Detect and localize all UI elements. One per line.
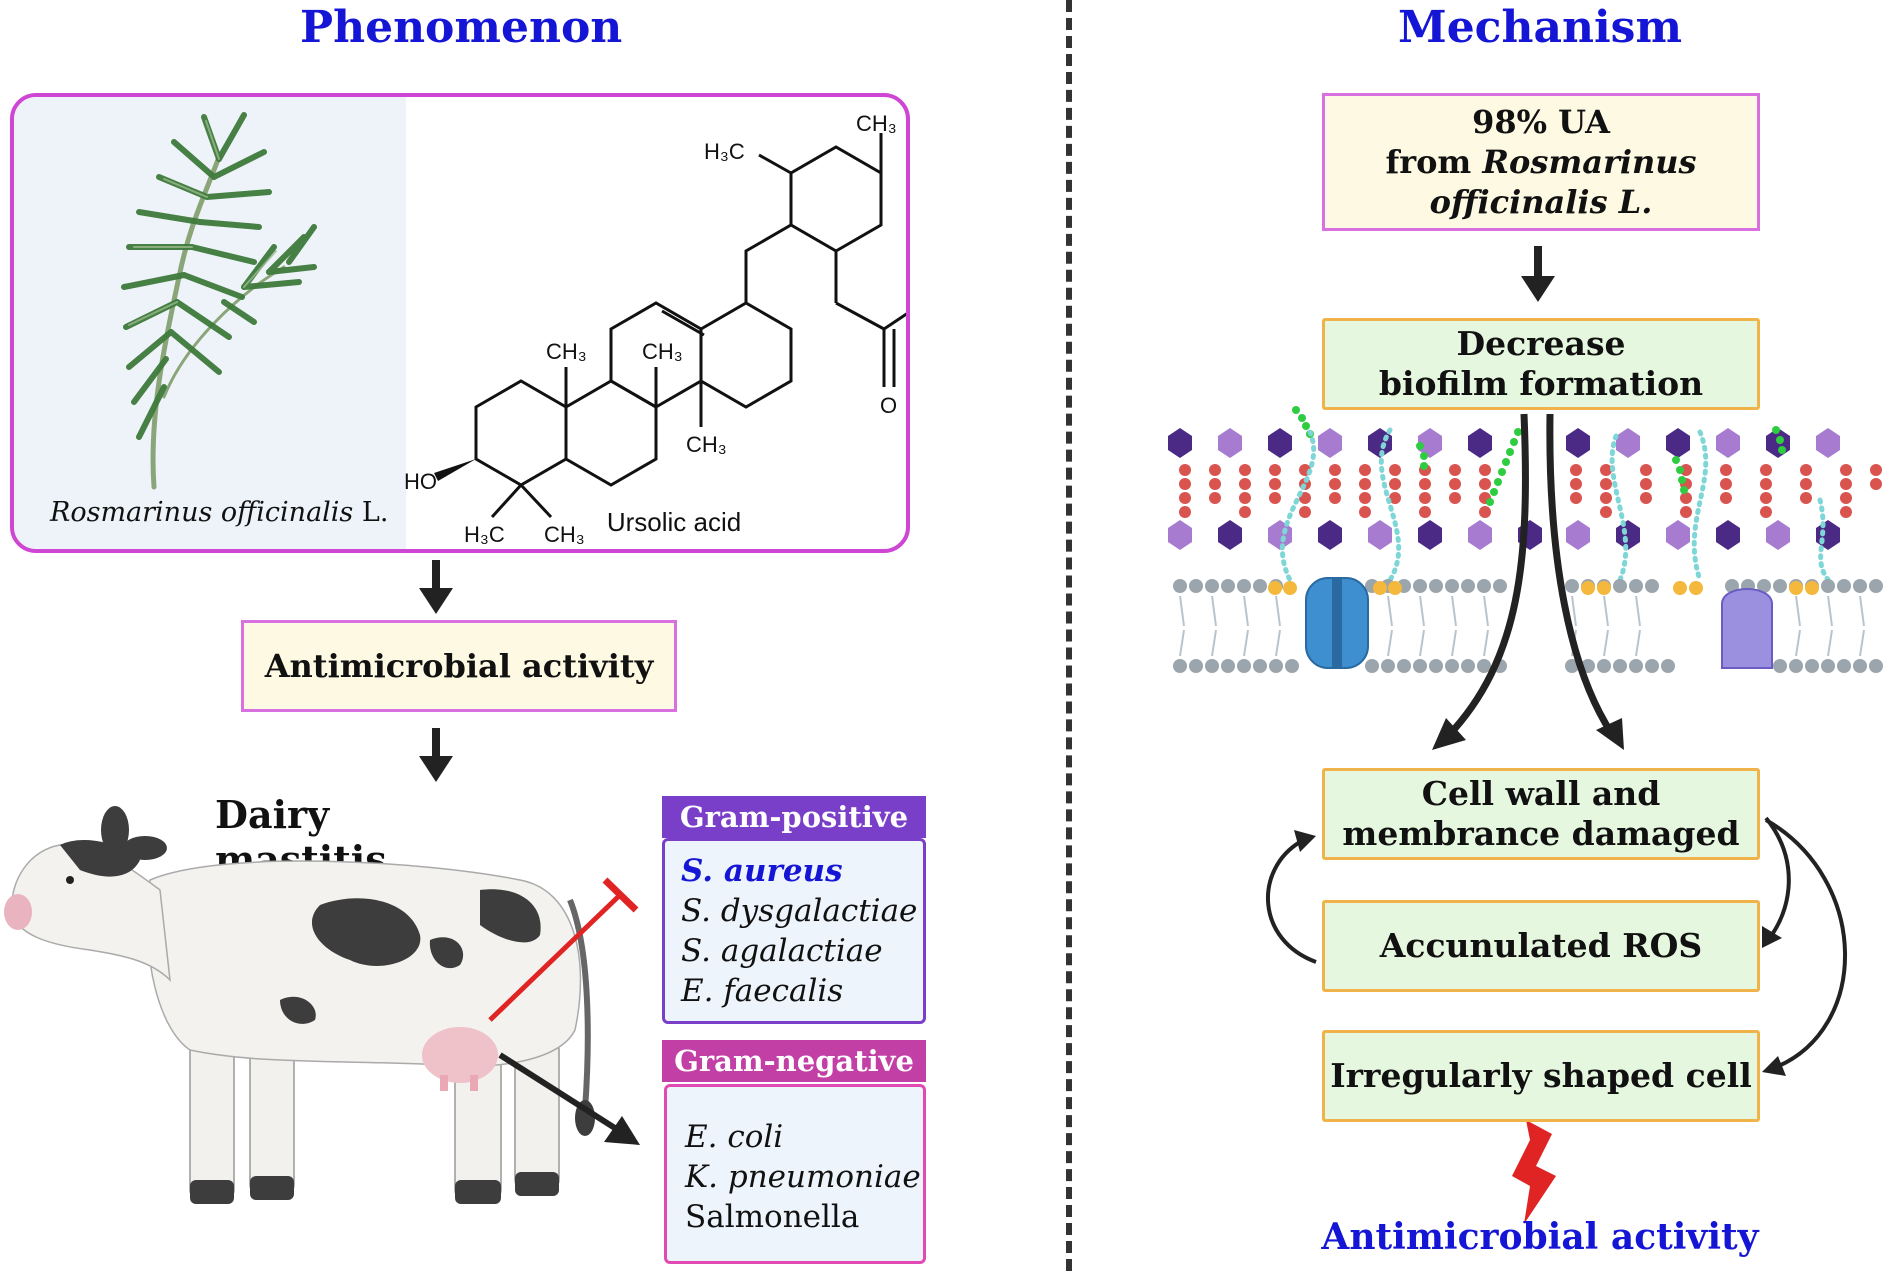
ua-source-line1: 98% UA	[1472, 103, 1610, 141]
ua-source-genus: Rosmarinus	[1482, 143, 1697, 181]
mechanism-heading: Mechanism	[1397, 2, 1683, 53]
ua-source-box: 98% UA from Rosmarinus officinalis L.	[1322, 93, 1760, 231]
gram-positive-item: E. faecalis	[681, 973, 844, 1009]
mol-h3c-left: H₃C	[704, 139, 745, 164]
mol-ch3-c: CH₃	[686, 432, 727, 457]
lightning-bolt	[1512, 1120, 1556, 1224]
antimicrobial-activity-box: Antimicrobial activity	[241, 620, 677, 712]
ua-source-line2: from Rosmarinus	[1385, 142, 1696, 182]
cell-wall-box: Cell wall and membrance damaged	[1322, 768, 1760, 860]
gram-positive-header: Gram-positive	[662, 796, 926, 838]
mol-o-acid: O	[880, 393, 897, 418]
gram-positive-item: S. dysgalactiae	[681, 893, 918, 929]
plant-caption-author: L.	[361, 497, 389, 528]
mol-h3c-bottom: H₃C	[464, 522, 505, 547]
mol-ch3-a: CH₃	[546, 339, 587, 364]
membrane-left	[1168, 406, 1542, 673]
mol-ch3-b: CH₃	[642, 339, 683, 364]
gram-positive-list: S. aureus S. dysgalactiae S. agalactiae …	[662, 838, 926, 1024]
ursolic-acid-structure: CH₃ H₃C OH O CH₃ CH₃ CH₃ HO H₃C CH₃	[404, 111, 906, 547]
molecule-name: Ursolic acid	[606, 507, 742, 537]
mol-ch3-top: CH₃	[856, 111, 897, 136]
biofilm-box: Decrease biofilm formation	[1322, 318, 1760, 410]
biofilm-line1: Decrease	[1456, 324, 1626, 363]
irregular-cell-box: Irregularly shaped cell	[1322, 1030, 1760, 1122]
plant-molecule-panel: Rosmarinus officinalis L.	[10, 93, 910, 553]
plant-caption-species: Rosmarinus officinalis	[50, 497, 354, 528]
center-divider	[1066, 0, 1072, 1271]
cell-wall-line2: membrance damaged	[1342, 814, 1740, 853]
gram-negative-item: E. coli	[685, 1119, 784, 1155]
ros-box: Accunulated ROS	[1322, 900, 1760, 992]
gram-positive-item: S. aureus	[681, 853, 843, 889]
gram-positive-item: S. agalactiae	[681, 933, 883, 969]
plant-caption: Rosmarinus officinalis L.	[50, 497, 390, 528]
phenomenon-heading: Phenomenon	[300, 2, 623, 53]
ua-source-line3: officinalis L.	[1429, 183, 1653, 221]
gram-negative-header: Gram-negative	[662, 1040, 926, 1082]
cell-wall-line1: Cell wall and	[1421, 774, 1661, 813]
rosemary-sprig	[121, 112, 317, 490]
mol-ch3-bottom: CH₃	[544, 522, 585, 547]
biofilm-line2: biofilm formation	[1378, 364, 1704, 403]
gram-negative-item: Salmonella	[685, 1199, 860, 1235]
plant-image-area: Rosmarinus officinalis L.	[14, 97, 406, 549]
result-antimicrobial-activity: Antimicrobial activity	[1321, 1216, 1759, 1258]
ua-source-from: from	[1385, 143, 1483, 181]
membrane-right	[1565, 426, 1883, 673]
mol-ho: HO	[404, 469, 437, 494]
gram-negative-list: E. coli K. pneumoniae Salmonella	[664, 1084, 926, 1264]
gram-negative-item: K. pneumoniae	[685, 1159, 921, 1195]
